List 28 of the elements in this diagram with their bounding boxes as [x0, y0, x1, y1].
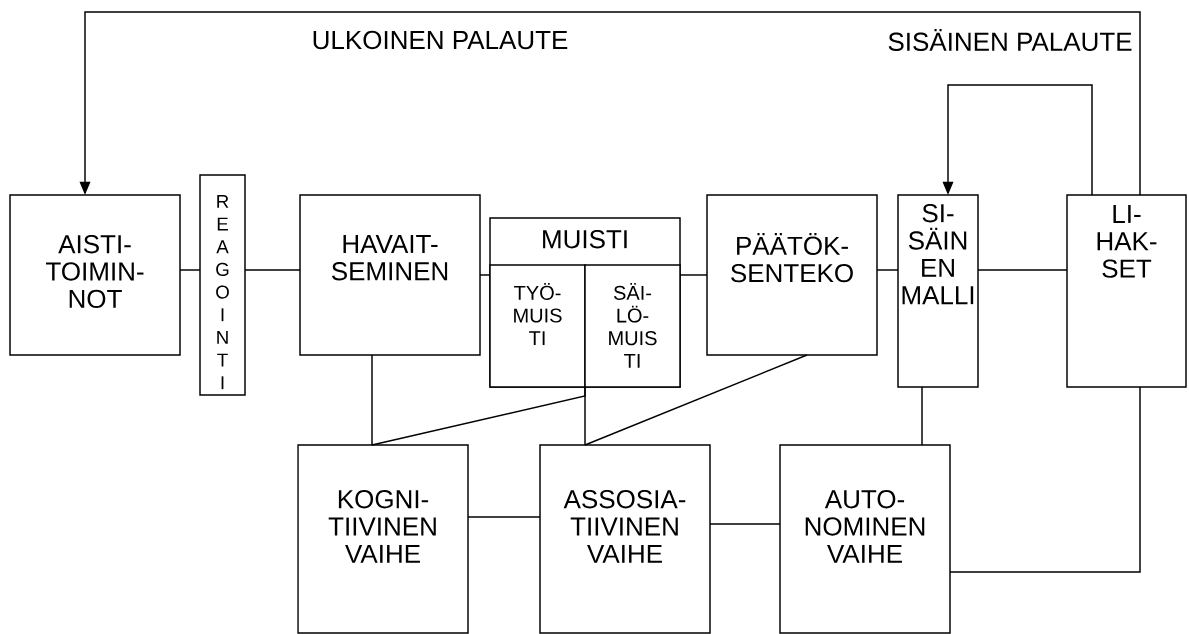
phase-box: AUTO- NOMINEN VAIHE [779, 444, 951, 634]
connector-line [949, 386, 1141, 573]
connector-line [876, 269, 899, 271]
memory-section-box: TYÖ- MUIS TI [489, 264, 586, 388]
connector-line [679, 274, 708, 276]
connector-line [709, 523, 781, 525]
memory-section-box: SÄI- LÖ- MUIS TI [584, 264, 681, 388]
edge-label: SISÄINEN PALAUTE [888, 29, 1132, 51]
connector-line [479, 274, 491, 276]
stage-box: SI- SÄIN EN MALLI [897, 194, 979, 388]
connector-line [467, 516, 541, 518]
connector-line [371, 354, 373, 446]
stage-box: LI- HAK- SET [1066, 194, 1187, 388]
arrow [942, 84, 1093, 196]
connector-line [584, 386, 586, 446]
edge-label: ULKOINEN PALAUTE [313, 30, 568, 50]
stage-box: REAGOINTI [199, 174, 246, 396]
phase-box: KOGNI- TIIVINEN VAIHE [297, 444, 469, 634]
phase-box: ASSOSIA- TIIVINEN VAIHE [539, 444, 711, 634]
stage-box: AISTI- TOIMIN- NOT [9, 194, 181, 356]
connector-line [977, 269, 1068, 271]
stage-box: PÄÄTÖK- SENTEKO [706, 194, 878, 356]
connector-line [584, 354, 808, 446]
connector-line [921, 386, 923, 446]
connector-line [179, 269, 201, 271]
arrow [79, 11, 1141, 196]
stage-box: HAVAIT- SEMINEN [299, 194, 481, 356]
connector-line [244, 269, 301, 271]
